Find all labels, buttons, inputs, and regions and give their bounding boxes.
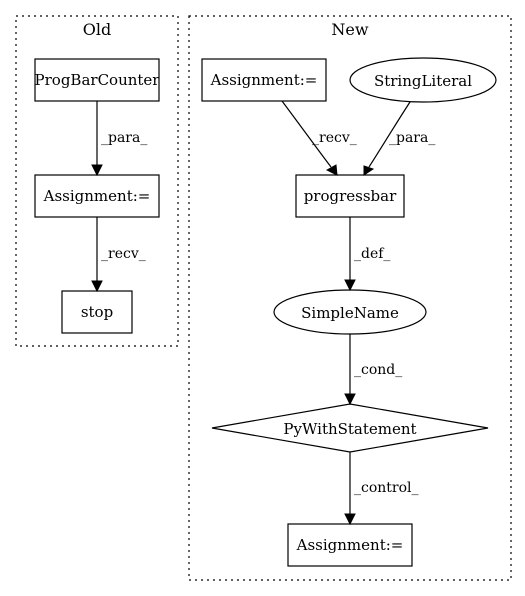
- cluster-old: Old: [15, 15, 179, 347]
- edge-new-para: _para_: [363, 101, 435, 176]
- cluster-old-label: Old: [83, 20, 111, 39]
- node-prog-bar-counter: ProgBarCounter: [34, 58, 161, 102]
- edge-old-para: _para_: [91, 101, 147, 177]
- node-simple-name-label: SimpleName: [301, 304, 399, 322]
- node-new-assignment-top-label: Assignment:=: [210, 71, 318, 89]
- node-string-literal-label: StringLiteral: [374, 72, 472, 90]
- node-stop: stop: [61, 290, 133, 334]
- edge-control: _control_: [344, 452, 419, 526]
- edge-new-para-label: _para_: [389, 130, 435, 146]
- node-py-with-statement-label: PyWithStatement: [283, 420, 416, 438]
- edge-def-label: _def_: [354, 246, 390, 262]
- edge-cond-label: _cond_: [354, 362, 402, 378]
- edge-new-recv-label: _recv_: [312, 130, 357, 146]
- edge-new-recv: _recv_: [281, 100, 357, 176]
- node-progressbar-label: progressbar: [304, 187, 397, 205]
- edge-old-para-label: _para_: [101, 130, 147, 146]
- cluster-new-label: New: [331, 20, 368, 39]
- node-prog-bar-counter-label: ProgBarCounter: [35, 71, 161, 89]
- edge-def: _def_: [344, 217, 390, 292]
- node-py-with-statement: PyWithStatement: [211, 403, 489, 453]
- node-stop-label: stop: [81, 303, 113, 321]
- edge-old-recv-label: _recv_: [101, 246, 146, 262]
- node-new-assignment-bottom: Assignment:=: [287, 523, 413, 567]
- node-new-assignment-top: Assignment:=: [201, 58, 327, 102]
- cluster-new: New: [188, 15, 512, 581]
- node-simple-name: SimpleName: [273, 289, 427, 335]
- edge-cond: _cond_: [344, 334, 402, 406]
- node-string-literal: StringLiteral: [349, 57, 497, 103]
- node-old-assignment-label: Assignment:=: [43, 187, 151, 205]
- edge-old-recv: _recv_: [91, 217, 146, 293]
- node-old-assignment: Assignment:=: [34, 174, 160, 218]
- node-new-assignment-bottom-label: Assignment:=: [296, 536, 404, 554]
- edge-control-label: _control_: [354, 480, 419, 496]
- node-progressbar: progressbar: [295, 174, 405, 218]
